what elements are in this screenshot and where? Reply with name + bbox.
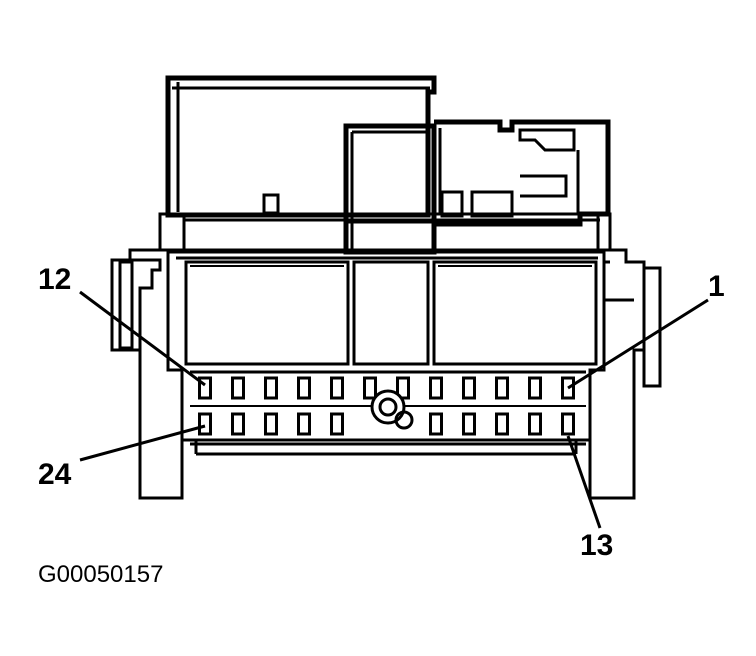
pin-cavity-top	[363, 376, 377, 400]
pin-cavity-top	[330, 376, 344, 400]
pin-label-13: 13	[580, 529, 613, 562]
pin-cavity-top	[231, 376, 245, 400]
leader-pin-12	[79, 290, 206, 387]
pin-cavity-bottom	[561, 412, 575, 436]
pin-cavity-top	[297, 376, 311, 400]
pin-cavity-top	[198, 376, 212, 400]
pin-cavity-bottom	[264, 412, 278, 436]
pin-cavity-bottom	[231, 412, 245, 436]
pin-cavity-bottom	[462, 412, 476, 436]
pin-label-12: 12	[38, 263, 71, 296]
pin-cavity-bottom	[198, 412, 212, 436]
upper-housing	[158, 75, 612, 255]
leader-lines	[79, 290, 709, 529]
pin-cavity-top	[264, 376, 278, 400]
leader-pin-24	[79, 424, 206, 462]
pin-cavity-top	[495, 376, 509, 400]
pin-cavity-top	[462, 376, 476, 400]
center-screw	[370, 389, 414, 430]
leader-pin-13	[566, 435, 602, 529]
pin-cavity-bottom	[297, 412, 311, 436]
pin-cavities	[190, 370, 586, 446]
connector-body	[110, 248, 662, 500]
pin-cavity-bottom	[330, 412, 344, 436]
pin-cavity-bottom	[429, 412, 443, 436]
pin-cavity-bottom	[495, 412, 509, 436]
pin-cavity-top	[429, 376, 443, 400]
leader-pin-1	[567, 298, 709, 390]
figure-id: G00050157	[38, 561, 163, 588]
pin-cavity-top	[528, 376, 542, 400]
pin-label-24: 24	[38, 458, 72, 491]
pin-label-1: 1	[708, 270, 725, 303]
pin-cavity-bottom	[528, 412, 542, 436]
